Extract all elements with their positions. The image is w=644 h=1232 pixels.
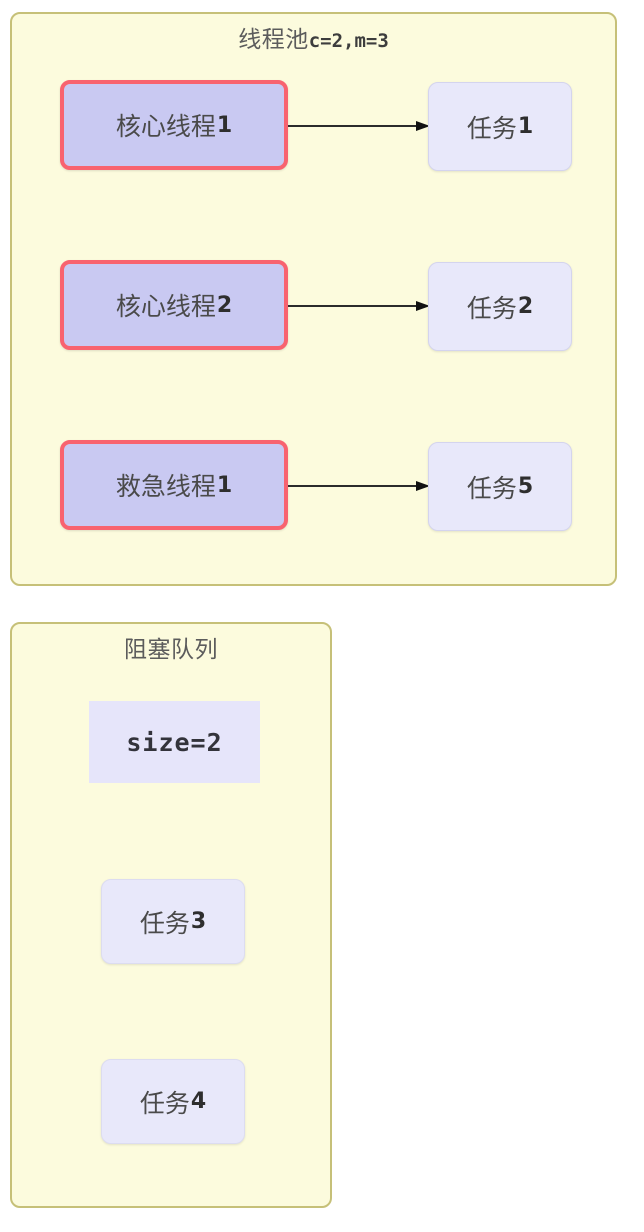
- core-thread-1-index: 1: [216, 112, 233, 138]
- task-3-label: 任务: [139, 910, 190, 938]
- thread-pool-title-text: 线程池: [238, 27, 309, 52]
- task-4-label: 任务: [139, 1090, 190, 1118]
- rescue-thread-1-index: 1: [216, 472, 233, 498]
- thread-pool-title: 线程池c=2,m=3: [12, 28, 615, 51]
- core-thread-2-index: 2: [216, 292, 233, 318]
- task-1-label: 任务: [466, 115, 517, 143]
- task-2-index: 2: [517, 294, 534, 319]
- rescue-thread-1-label: 救急线程: [115, 474, 216, 501]
- task-5-index: 5: [517, 474, 534, 499]
- thread-pool-title-params: c=2,m=3: [308, 30, 389, 52]
- task-2-label: 任务: [466, 295, 517, 323]
- task-4-index: 4: [190, 1089, 207, 1114]
- thread-to-task-arrow-1: [288, 120, 430, 132]
- thread-to-task-arrow-2: [288, 300, 430, 312]
- core-thread-2-label: 核心线程: [115, 294, 216, 321]
- task-1-index: 1: [517, 114, 534, 139]
- task-3-index: 3: [190, 909, 207, 934]
- blocking-queue-title: 阻塞队列: [124, 637, 218, 662]
- thread-to-task-arrow-3: [288, 480, 430, 492]
- queue-size-box: size=2: [89, 701, 260, 783]
- task-5-label: 任务: [466, 475, 517, 503]
- core-thread-1-label: 核心线程: [115, 114, 216, 141]
